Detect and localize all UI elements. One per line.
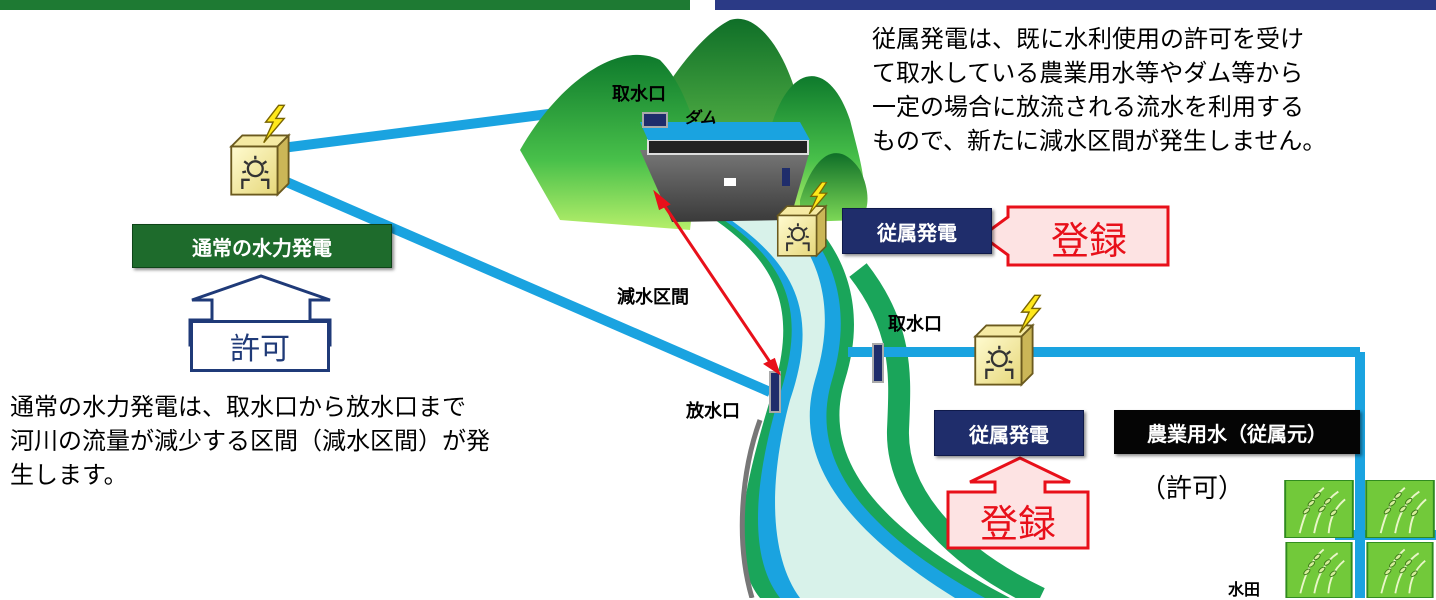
intake-label-top: 取水口 <box>612 84 666 105</box>
plant-icon-left <box>230 134 290 196</box>
permit-label: 許可 <box>190 320 330 372</box>
intake-gate-right <box>872 343 884 383</box>
outlet-label: 放水口 <box>686 401 740 422</box>
rice-icon-1 <box>1284 480 1354 538</box>
rice-icon-4 <box>1366 542 1434 598</box>
registration-label-1: 登録 <box>1050 218 1127 263</box>
intake-gate-top <box>642 112 668 128</box>
dam <box>640 122 810 222</box>
reduced-section-arrow <box>653 189 781 376</box>
subsidiary-hydro-label-1: 従属発電 <box>842 208 992 254</box>
normal-hydro-label: 通常の水力発電 <box>132 224 392 268</box>
outlet-gate <box>769 371 781 413</box>
reduced-section-label: 減水区間 <box>617 287 689 308</box>
normal-section-header-bar <box>0 0 690 10</box>
agricultural-water-label: 農業用水（従属元） <box>1114 410 1360 454</box>
mountains <box>520 18 868 230</box>
description-line: 通常の水力発電は、取水口から放水口まで <box>10 393 466 421</box>
description-line: 生します。 <box>10 461 128 489</box>
description-line: 河川の流量が減少する区間（減水区間）が発 <box>10 427 490 455</box>
registration-arrow-1 <box>979 205 1170 267</box>
agricultural-permit-label: （許可） <box>1140 474 1245 504</box>
registration-arrow-2 <box>946 456 1090 550</box>
plant-icon-dam <box>776 205 827 257</box>
rice-icon-3 <box>1285 542 1353 598</box>
subsidiary-section-header-bar <box>715 0 1436 10</box>
subsidiary-hydro-label-2: 従属発電 <box>934 410 1084 456</box>
paddy-label: 水田 <box>1228 580 1261 599</box>
description-line: て取水している農業用水等やダム等から <box>872 59 1304 87</box>
plant-icon-right <box>974 324 1034 386</box>
dam-label: ダム <box>684 108 717 127</box>
rice-icon-2 <box>1365 480 1435 538</box>
dam-outlet-gate <box>782 168 790 186</box>
description-line: もので、新たに減水区間が発生しません。 <box>872 127 1327 155</box>
description-line: 一定の場合に放流される流水を利用する <box>872 93 1304 121</box>
subsidiary-hydro-description: 従属発電は、既に水利使用の許可を受け て取水している農業用水等やダム等から 一定… <box>872 22 1432 158</box>
registration-label-2: 登録 <box>979 501 1056 546</box>
description-line: 従属発電は、既に水利使用の許可を受け <box>872 25 1304 53</box>
intake-label-right: 取水口 <box>888 314 942 335</box>
river <box>700 200 1045 598</box>
normal-hydro-description: 通常の水力発電は、取水口から放水口まで 河川の流量が減少する区間（減水区間）が発… <box>10 390 570 492</box>
